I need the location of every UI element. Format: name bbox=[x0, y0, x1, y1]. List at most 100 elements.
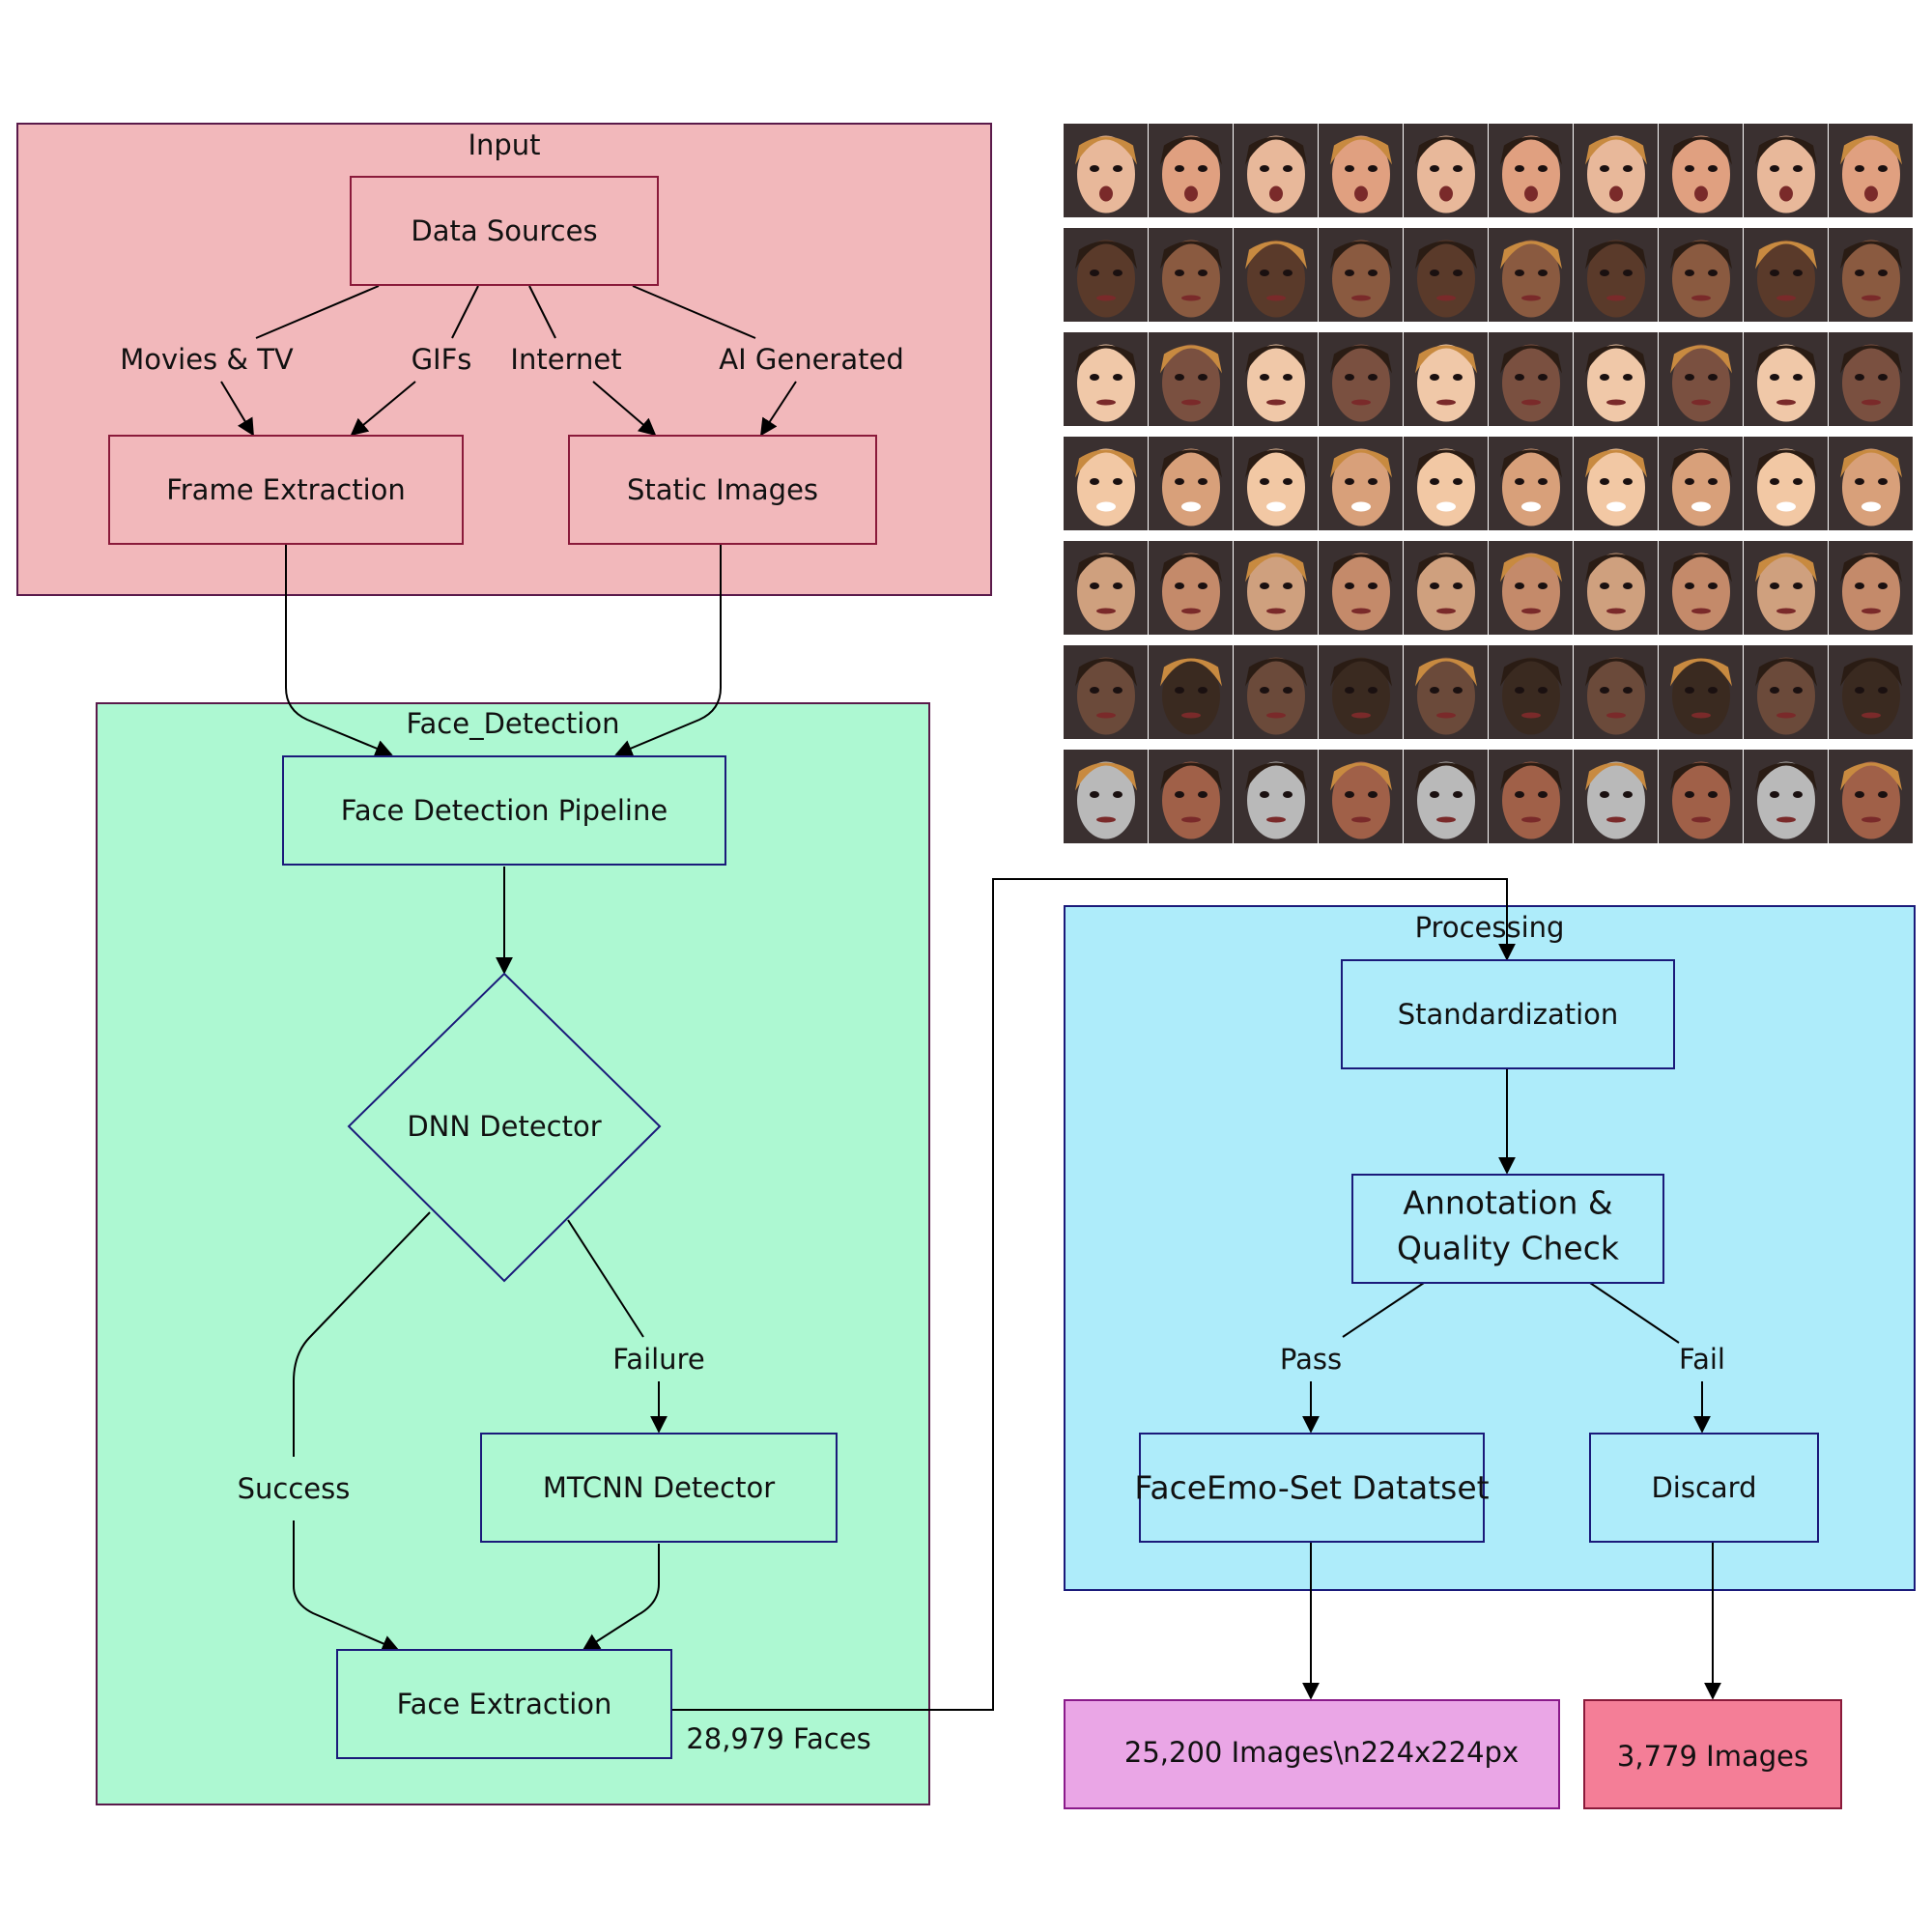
face-thumbnail bbox=[1404, 124, 1488, 217]
face-thumbnail bbox=[1574, 750, 1658, 843]
node-discarded-images[interactable]: 3,779 Images bbox=[1583, 1699, 1842, 1809]
nodes: Data Sources Frame Extraction Static Ima… bbox=[108, 176, 1842, 1809]
face-thumbnail bbox=[1489, 750, 1573, 843]
node-mtcnn-detector[interactable]: MTCNN Detector bbox=[480, 1433, 838, 1543]
face-thumbnail bbox=[1404, 645, 1488, 739]
face-thumbnail bbox=[1149, 541, 1233, 635]
face-detection-group-title: Face_Detection bbox=[407, 707, 620, 740]
face-thumbnail bbox=[1149, 437, 1233, 530]
face-thumbnail bbox=[1574, 124, 1658, 217]
mtcnn-detector-label: MTCNN Detector bbox=[543, 1471, 775, 1504]
face-thumbnail bbox=[1489, 228, 1573, 322]
node-discard[interactable]: Discard bbox=[1589, 1433, 1819, 1543]
face-thumbnail bbox=[1744, 437, 1828, 530]
face-thumbnail bbox=[1659, 332, 1743, 426]
face-thumbnail bbox=[1234, 124, 1318, 217]
face-thumbnail bbox=[1404, 750, 1488, 843]
label-ai-generated: AI Generated bbox=[719, 343, 903, 376]
face-thumbnail bbox=[1574, 437, 1658, 530]
face-thumbnail bbox=[1234, 332, 1318, 426]
face-thumbnail bbox=[1829, 541, 1913, 635]
node-faceemo-dataset[interactable]: FaceEmo-Set Datatset bbox=[1134, 1433, 1490, 1543]
input-group-title: Input bbox=[468, 128, 540, 161]
face-thumbnail bbox=[1064, 124, 1148, 217]
face-thumbnail bbox=[1489, 541, 1573, 635]
edge-labels: Movies & TV GIFs Internet AI Generated S… bbox=[120, 343, 1725, 1755]
face-thumbnail bbox=[1744, 541, 1828, 635]
dnn-detector-label: DNN Detector bbox=[407, 1110, 601, 1143]
face-thumbnail bbox=[1829, 228, 1913, 322]
face-thumbnail bbox=[1659, 750, 1743, 843]
node-frame-extraction[interactable]: Frame Extraction bbox=[108, 435, 464, 545]
face-thumbnail bbox=[1149, 645, 1233, 739]
edge-movies-frame bbox=[220, 381, 254, 437]
edge-annotation-fail bbox=[1589, 1282, 1680, 1344]
face-thumbnail bbox=[1829, 750, 1913, 843]
edge-mtcnn-extraction bbox=[582, 1544, 660, 1651]
node-face-extraction[interactable]: Face Extraction bbox=[336, 1649, 672, 1759]
node-standardization[interactable]: Standardization bbox=[1341, 959, 1675, 1069]
face-thumbnail bbox=[1659, 124, 1743, 217]
annotation-label-line2: Quality Check bbox=[1397, 1230, 1620, 1267]
face-thumbnail bbox=[1404, 541, 1488, 635]
face-thumbnail bbox=[1829, 124, 1913, 217]
edge-gifs-frame bbox=[350, 381, 416, 437]
face-thumbnail bbox=[1574, 541, 1658, 635]
label-failure: Failure bbox=[612, 1343, 704, 1376]
face-thumbnail bbox=[1744, 228, 1828, 322]
face-thumbnail bbox=[1149, 332, 1233, 426]
frame-extraction-label: Frame Extraction bbox=[166, 473, 406, 506]
face-thumbnail bbox=[1064, 228, 1148, 322]
face-thumbnail bbox=[1064, 645, 1148, 739]
face-thumbnail bbox=[1659, 228, 1743, 322]
face-thumbnail bbox=[1829, 437, 1913, 530]
face-thumbnail bbox=[1829, 332, 1913, 426]
face-extraction-label: Face Extraction bbox=[397, 1688, 612, 1720]
node-output-images[interactable]: 25,200 Images\n224x224px bbox=[1064, 1699, 1560, 1809]
face-thumbnail bbox=[1149, 750, 1233, 843]
face-thumbnail bbox=[1744, 645, 1828, 739]
face-thumbnail bbox=[1744, 332, 1828, 426]
face-thumbnail bbox=[1574, 332, 1658, 426]
face-thumbnail bbox=[1234, 541, 1318, 635]
face-thumbnail bbox=[1319, 124, 1403, 217]
face-thumbnail bbox=[1234, 437, 1318, 530]
face-thumbnail bbox=[1064, 332, 1148, 426]
node-dnn-detector[interactable]: DNN Detector bbox=[347, 972, 662, 1283]
face-thumbnail bbox=[1489, 437, 1573, 530]
edge-sources-internet bbox=[528, 285, 556, 339]
edge-frame-pipeline bbox=[285, 544, 393, 757]
face-thumbnail bbox=[1064, 750, 1148, 843]
face-thumbnail bbox=[1744, 750, 1828, 843]
node-annotation-quality-check[interactable]: Annotation & Quality Check bbox=[1351, 1174, 1664, 1284]
face-thumbnail bbox=[1659, 541, 1743, 635]
annotation-label-line1: Annotation & bbox=[1403, 1184, 1612, 1222]
label-fail: Fail bbox=[1679, 1343, 1725, 1376]
face-thumbnail bbox=[1574, 645, 1658, 739]
face-thumbnail bbox=[1064, 437, 1148, 530]
node-data-sources[interactable]: Data Sources bbox=[350, 176, 659, 286]
face-thumbnail bbox=[1404, 332, 1488, 426]
edge-annotation-pass bbox=[1342, 1282, 1425, 1338]
label-movies-tv: Movies & TV bbox=[120, 343, 294, 376]
label-faces-count: 28,979 Faces bbox=[686, 1722, 870, 1755]
face-thumbnail bbox=[1149, 124, 1233, 217]
edge-ai-static bbox=[760, 381, 797, 437]
face-thumbnail bbox=[1829, 645, 1913, 739]
edge-sources-gifs bbox=[451, 285, 479, 339]
face-thumbnail bbox=[1234, 645, 1318, 739]
processing-group-title: Processing bbox=[1415, 911, 1565, 944]
node-static-images[interactable]: Static Images bbox=[568, 435, 877, 545]
face-thumbnail bbox=[1659, 645, 1743, 739]
edge-internet-static bbox=[592, 381, 657, 437]
face-thumbnail bbox=[1319, 332, 1403, 426]
face-thumbnail bbox=[1064, 541, 1148, 635]
face-thumbnail bbox=[1319, 437, 1403, 530]
face-thumbnail bbox=[1319, 541, 1403, 635]
edge-dnn-failure bbox=[567, 1219, 644, 1338]
data-sources-label: Data Sources bbox=[411, 214, 597, 247]
face-detection-pipeline-label: Face Detection Pipeline bbox=[341, 794, 668, 827]
discarded-images-label: 3,779 Images bbox=[1617, 1740, 1808, 1773]
node-face-detection-pipeline[interactable]: Face Detection Pipeline bbox=[282, 755, 726, 866]
edge-sources-movies bbox=[255, 285, 380, 339]
